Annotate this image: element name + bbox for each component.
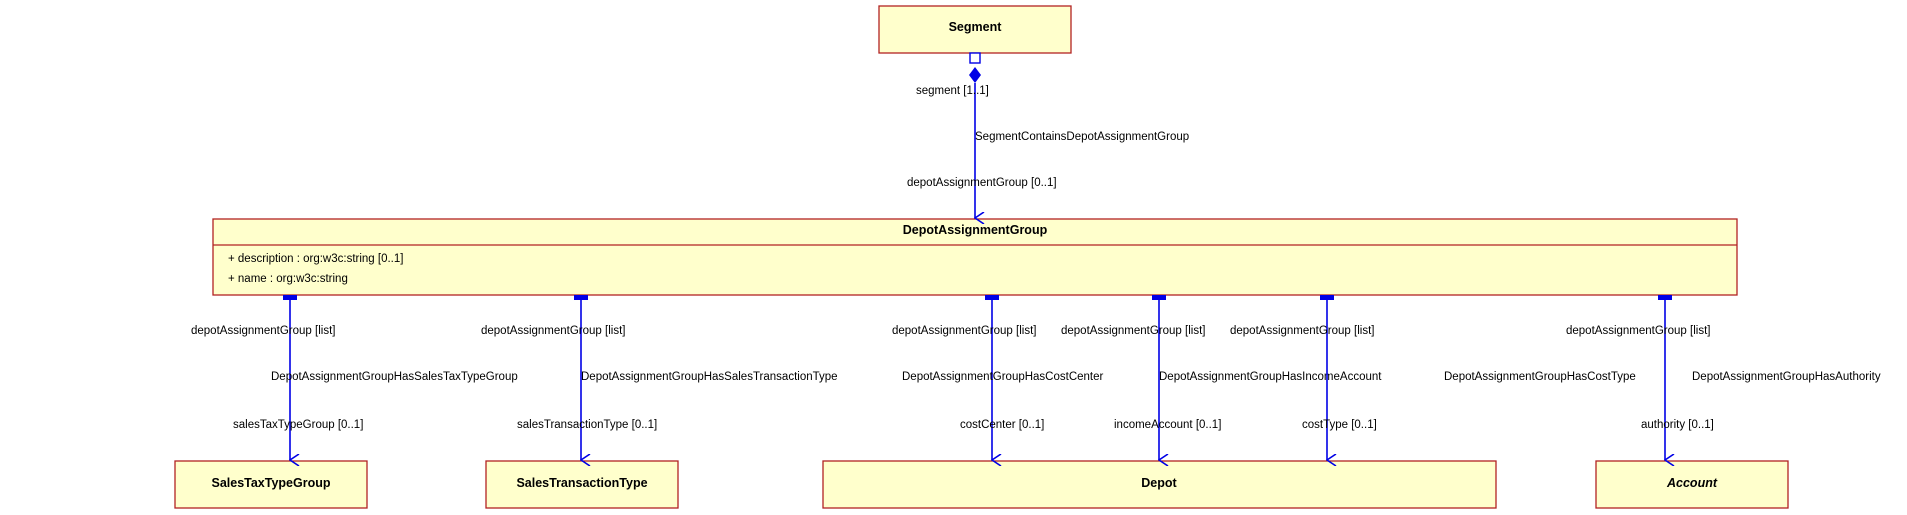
source-role-label: depotAssignmentGroup [list] — [1061, 325, 1205, 337]
source-role-label: depotAssignmentGroup [list] — [892, 325, 1036, 337]
class-depot-name: Depot — [1141, 476, 1177, 490]
association-name-label: DepotAssignmentGroupHasSalesTransactionT… — [581, 371, 838, 383]
target-role-label: incomeAccount [0..1] — [1114, 419, 1221, 431]
class-depot-assignment-group[interactable]: DepotAssignmentGroup + description : org… — [212, 218, 1738, 296]
class-sales-transaction-type[interactable]: SalesTransactionType — [485, 460, 679, 509]
association-name-label: DepotAssignmentGroupHasSalesTaxTypeGroup — [271, 371, 518, 383]
association-name-label: SegmentContainsDepotAssignmentGroup — [975, 131, 1189, 143]
association-has-sales-tax-type-group[interactable]: depotAssignmentGroup [list] DepotAssignm… — [191, 295, 518, 460]
association-end-marker — [1320, 295, 1334, 300]
association-end-marker — [985, 295, 999, 300]
association-end-marker — [574, 295, 588, 300]
class-segment-name: Segment — [949, 20, 1003, 34]
association-name-label: DepotAssignmentGroupHasIncomeAccount — [1159, 371, 1382, 383]
association-segment-contains-depot-assignment-group[interactable]: segment [1..1] SegmentContainsDepotAssig… — [907, 52, 1189, 218]
source-role-label: segment [1..1] — [916, 85, 989, 97]
target-role-label: depotAssignmentGroup [0..1] — [907, 177, 1057, 189]
association-name-label: DepotAssignmentGroupHasAuthority — [1692, 371, 1881, 383]
class-depot[interactable]: Depot — [822, 460, 1497, 509]
association-end-marker — [283, 295, 297, 300]
association-has-cost-type[interactable]: depotAssignmentGroup [list] DepotAssignm… — [1230, 295, 1636, 460]
target-role-label: salesTaxTypeGroup [0..1] — [233, 419, 363, 431]
class-sales-tax-type-group-name: SalesTaxTypeGroup — [211, 476, 330, 490]
association-end-marker — [1152, 295, 1166, 300]
association-has-sales-transaction-type[interactable]: depotAssignmentGroup [list] DepotAssignm… — [481, 295, 838, 460]
association-has-cost-center[interactable]: depotAssignmentGroup [list] DepotAssignm… — [892, 295, 1104, 460]
attribute-name: + name : org:w3c:string — [228, 273, 348, 285]
attribute-description: + description : org:w3c:string [0..1] — [228, 253, 403, 265]
source-role-label: depotAssignmentGroup [list] — [481, 325, 625, 337]
class-sales-tax-type-group[interactable]: SalesTaxTypeGroup — [174, 460, 368, 509]
class-segment[interactable]: Segment — [878, 5, 1072, 54]
association-has-authority[interactable]: depotAssignmentGroup [list] DepotAssignm… — [1566, 295, 1881, 460]
source-role-label: depotAssignmentGroup [list] — [191, 325, 335, 337]
source-role-label: depotAssignmentGroup [list] — [1566, 325, 1710, 337]
class-account[interactable]: Account — [1595, 460, 1789, 509]
target-role-label: costType [0..1] — [1302, 419, 1377, 431]
association-has-income-account[interactable]: depotAssignmentGroup [list] DepotAssignm… — [1061, 295, 1382, 460]
association-name-label: DepotAssignmentGroupHasCostType — [1444, 371, 1636, 383]
source-role-label: depotAssignmentGroup [list] — [1230, 325, 1374, 337]
composition-diamond-icon — [969, 67, 981, 83]
target-role-label: authority [0..1] — [1641, 419, 1714, 431]
class-sales-transaction-type-name: SalesTransactionType — [516, 476, 647, 490]
target-role-label: costCenter [0..1] — [960, 419, 1044, 431]
composition-owner-marker — [969, 52, 981, 64]
class-depot-assignment-group-name: DepotAssignmentGroup — [903, 223, 1048, 237]
association-end-marker — [1658, 295, 1672, 300]
class-account-name: Account — [1666, 476, 1718, 490]
target-role-label: salesTransactionType [0..1] — [517, 419, 657, 431]
association-name-label: DepotAssignmentGroupHasCostCenter — [902, 371, 1104, 383]
